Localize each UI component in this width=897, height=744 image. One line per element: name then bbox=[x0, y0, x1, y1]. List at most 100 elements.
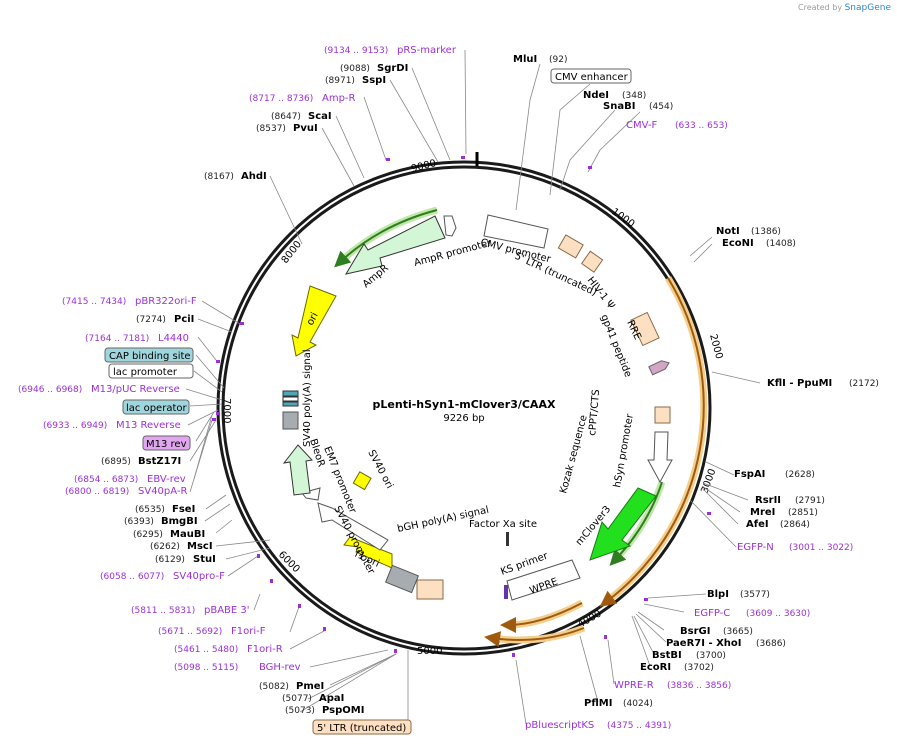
em7-promoter-arrow bbox=[301, 487, 321, 501]
enzyme-kfli-name: KflI - PpuMI bbox=[767, 378, 832, 389]
primer-egfpn-pos: (3001 .. 3022) bbox=[789, 543, 853, 553]
rre-box bbox=[630, 311, 660, 347]
primer-m13puc-name: M13/pUC Reverse bbox=[91, 384, 180, 395]
box-cmv-enhancer bbox=[550, 68, 632, 84]
enzyme-msci-name: MscI bbox=[187, 541, 213, 552]
credit-prefix: Created by bbox=[798, 3, 843, 12]
tick-7000: 7000 bbox=[221, 398, 232, 423]
enzyme-fsei-pos: (6535) bbox=[135, 505, 165, 515]
primer-pbabe-pos: (5811 .. 5831) bbox=[131, 606, 195, 616]
enzyme-scai-pos: (8647) bbox=[271, 112, 301, 122]
enzyme-ndei-name: NdeI bbox=[583, 90, 609, 101]
primer-prs-pos: (9134 .. 9153) bbox=[324, 46, 388, 56]
bgh-box bbox=[416, 579, 444, 600]
box-ltr-bottom bbox=[312, 719, 412, 735]
plasmid-size: 9226 bp bbox=[443, 413, 484, 424]
orf-green-mclover-line bbox=[609, 481, 663, 566]
boxed-labels: CMV enhancer CAP binding site lac promot… bbox=[104, 68, 632, 735]
snapgene-credit: Created by SnapGene bbox=[798, 3, 891, 13]
primer-m13rev-pos: (6933 .. 6949) bbox=[43, 421, 107, 431]
enzyme-snabi-name: SnaBI bbox=[603, 101, 635, 112]
enzyme-blpi-pos: (3577) bbox=[740, 590, 770, 600]
primer-cmvf-pos: (633 .. 653) bbox=[675, 121, 728, 131]
label-kozak: Kozak sequence bbox=[558, 414, 590, 495]
enzyme-stui-pos: (6129) bbox=[155, 555, 185, 565]
enzyme-bstz17i-name: BstZ17I bbox=[138, 456, 181, 467]
enzyme-noti-name: NotI bbox=[716, 226, 740, 237]
primer-pbabe-name: pBABE 3' bbox=[204, 605, 250, 616]
label-cppt: cPPT/CTS bbox=[587, 389, 602, 436]
primer-pbr322-pos: (7415 .. 7434) bbox=[62, 297, 126, 307]
enzyme-snabi-pos: (454) bbox=[649, 102, 673, 112]
primer-l4440-name: L4440 bbox=[158, 333, 189, 344]
enzyme-pspomi-name: PspOMI bbox=[322, 705, 364, 716]
primer-pbr322-name: pBR322ori-F bbox=[135, 296, 197, 307]
box-lac-promoter-text: lac promoter bbox=[113, 367, 178, 378]
primer-bghrev-pos: (5098 .. 5115) bbox=[174, 663, 238, 673]
primer-m13puc-pos: (6946 .. 6968) bbox=[18, 385, 82, 395]
primer-egfpc-name: EGFP-C bbox=[694, 608, 730, 619]
primer-bghrev-name: BGH-rev bbox=[259, 662, 301, 673]
enzyme-pcii-pos: (7274) bbox=[136, 315, 166, 325]
enzyme-pmei-pos: (5082) bbox=[259, 682, 289, 692]
cppt-box bbox=[654, 406, 671, 424]
primer-sv40prof-name: SV40pro-F bbox=[173, 571, 225, 582]
enzyme-pspomi-pos: (5073) bbox=[285, 706, 315, 716]
enzyme-kfli-pos: (2172) bbox=[849, 379, 879, 389]
features bbox=[282, 214, 673, 601]
box-cap-site-text: CAP binding site bbox=[109, 351, 191, 362]
primer-prs-name: pRS-marker bbox=[397, 45, 457, 56]
ltr-box bbox=[557, 234, 584, 259]
enzyme-pflmi-name: PflMI bbox=[584, 698, 612, 709]
enzyme-blpi-name: BlpI bbox=[707, 589, 729, 600]
box-lac-operator-text: lac operator bbox=[126, 403, 187, 414]
enzyme-apai-name: ApaI bbox=[319, 693, 344, 704]
enzyme-paer7i-name: PaeR7I - XhoI bbox=[666, 638, 742, 649]
enzyme-msci-pos: (6262) bbox=[150, 542, 180, 552]
enzyme-ecori-name: EcoRI bbox=[640, 662, 671, 673]
primer-ampr-name: Amp-R bbox=[322, 93, 356, 104]
primer-sv40par-name: SV40pA-R bbox=[138, 486, 187, 497]
enzyme-econi-name: EcoNI bbox=[722, 238, 754, 249]
enzyme-noti-pos: (1386) bbox=[751, 227, 781, 237]
primer-wprer-name: WPRE-R bbox=[614, 680, 654, 691]
enzyme-sgrdi-name: SgrDI bbox=[377, 63, 408, 74]
enzyme-ecori-pos: (3702) bbox=[684, 663, 714, 673]
primer-l4440-pos: (7164 .. 7181) bbox=[85, 334, 149, 344]
label-hsyn: hSyn promoter bbox=[612, 412, 636, 488]
sv40-ori-box bbox=[352, 471, 372, 491]
primer-egfpn-name: EGFP-N bbox=[737, 542, 774, 553]
label-ori: ori bbox=[305, 311, 321, 328]
enzyme-pflmi-pos: (4024) bbox=[623, 699, 653, 709]
enzyme-ndei-pos: (348) bbox=[622, 91, 646, 101]
enzyme-labels: MluI (92) NdeI (348) SnaBI (454) NotI (1… bbox=[101, 54, 879, 716]
primer-m13rev-name: M13 Reverse bbox=[116, 420, 181, 431]
primer-ebvrev-name: EBV-rev bbox=[147, 474, 186, 485]
enzyme-bstbi-name: BstBI bbox=[652, 650, 682, 661]
primer-ampr-pos: (8717 .. 8736) bbox=[249, 94, 313, 104]
enzyme-ahdi-name: AhdI bbox=[241, 171, 267, 182]
enzyme-bmgbi-pos: (6393) bbox=[124, 517, 154, 527]
label-sv40-ori: SV40 ori bbox=[365, 448, 394, 490]
primer-sv40par-pos: (6800 .. 6819) bbox=[65, 487, 129, 497]
hsyn-promoter-arrow bbox=[647, 431, 673, 484]
enzyme-pcii-name: PciI bbox=[174, 314, 194, 325]
tick-5000: 5000 bbox=[417, 646, 442, 657]
enzyme-econi-pos: (1408) bbox=[766, 239, 796, 249]
gp41-arrow bbox=[648, 360, 670, 376]
enzyme-sgrdi-pos: (9088) bbox=[340, 64, 370, 74]
lac-op-box bbox=[282, 401, 299, 407]
ks-bar bbox=[504, 585, 508, 599]
label-sv40-pa: SV40 poly(A) signal bbox=[302, 349, 313, 447]
enzyme-pvui-name: PvuI bbox=[293, 123, 318, 134]
enzyme-rsrii-pos: (2791) bbox=[795, 496, 825, 506]
enzyme-stui-name: StuI bbox=[193, 554, 216, 565]
primer-sv40prof-pos: (6058 .. 6077) bbox=[100, 572, 164, 582]
primer-f1orif-pos: (5671 .. 5692) bbox=[158, 627, 222, 637]
enzyme-maubi-pos: (6295) bbox=[133, 530, 163, 540]
enzyme-mrei-pos: (2851) bbox=[788, 508, 818, 518]
box-cmv-enhancer-text: CMV enhancer bbox=[555, 72, 629, 83]
hiv-psi-box bbox=[580, 250, 604, 273]
sv40-pa-box bbox=[282, 411, 299, 430]
bleor-arrow bbox=[282, 444, 314, 496]
